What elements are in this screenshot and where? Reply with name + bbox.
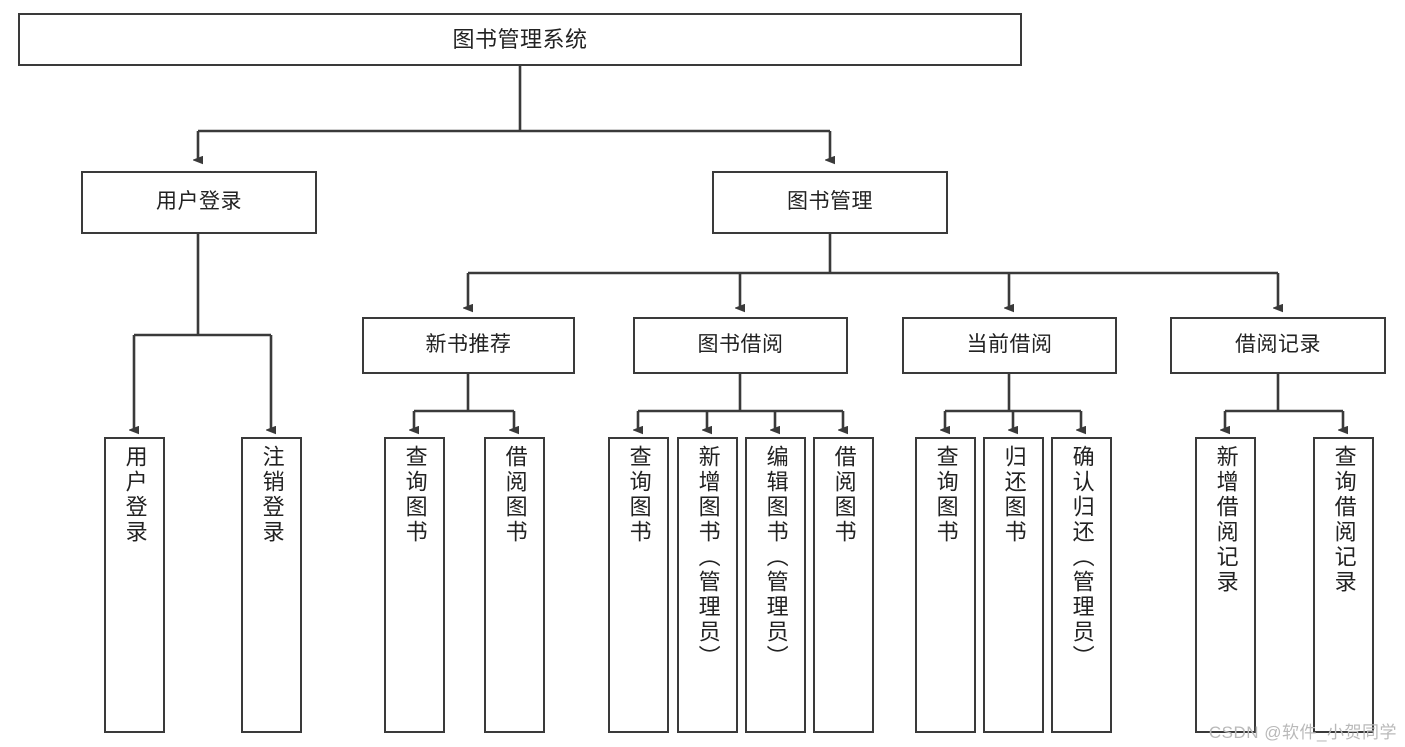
leaf-edit-book-admin[interactable]: 编辑图书（管理员） — [745, 437, 806, 733]
node-user-login[interactable]: 用户登录 — [81, 171, 317, 234]
node-label: 归还图书 — [1001, 445, 1027, 545]
node-label: 查询图书 — [933, 445, 959, 545]
node-label: 当前借阅 — [966, 333, 1053, 357]
node-current-borrow[interactable]: 当前借阅 — [902, 317, 1117, 374]
leaf-return-book[interactable]: 归还图书 — [983, 437, 1044, 733]
node-label: 借阅图书 — [502, 445, 528, 545]
leaf-logout[interactable]: 注销登录 — [241, 437, 302, 733]
node-label: 查询图书 — [402, 445, 428, 545]
node-label: 新书推荐 — [425, 333, 512, 357]
node-label: 确认归还（管理员） — [1069, 445, 1095, 670]
leaf-confirm-return-admin[interactable]: 确认归还（管理员） — [1051, 437, 1112, 733]
leaf-borrow-book[interactable]: 借阅图书 — [813, 437, 874, 733]
node-label: 图书管理 — [787, 190, 873, 214]
node-label: 编辑图书（管理员） — [763, 445, 789, 670]
node-book-borrow[interactable]: 图书借阅 — [633, 317, 848, 374]
leaf-query-book-borrow[interactable]: 查询图书 — [608, 437, 669, 733]
node-label: 用户登录 — [122, 445, 148, 545]
node-new-book-recommend[interactable]: 新书推荐 — [362, 317, 575, 374]
node-label: 借阅图书 — [831, 445, 857, 545]
node-label: 图书借阅 — [697, 333, 784, 357]
node-borrow-record[interactable]: 借阅记录 — [1170, 317, 1386, 374]
leaf-add-borrow-record[interactable]: 新增借阅记录 — [1195, 437, 1256, 733]
leaf-user-login[interactable]: 用户登录 — [104, 437, 165, 733]
node-label: 用户登录 — [156, 190, 242, 214]
node-label: 新增借阅记录 — [1213, 445, 1239, 595]
node-label: 注销登录 — [259, 445, 285, 545]
watermark-text: CSDN @软件_小贺同学 — [1208, 723, 1397, 742]
leaf-add-book-admin[interactable]: 新增图书（管理员） — [677, 437, 738, 733]
leaf-query-book-recommend[interactable]: 查询图书 — [384, 437, 445, 733]
node-label: 查询借阅记录 — [1331, 445, 1357, 595]
leaf-borrow-book-recommend[interactable]: 借阅图书 — [484, 437, 545, 733]
leaf-query-borrow-record[interactable]: 查询借阅记录 — [1313, 437, 1374, 733]
node-label: 查询图书 — [626, 445, 652, 545]
node-book-management[interactable]: 图书管理 — [712, 171, 948, 234]
node-label: 新增图书（管理员） — [695, 445, 721, 670]
node-root[interactable]: 图书管理系统 — [18, 13, 1022, 66]
leaf-query-book-current[interactable]: 查询图书 — [915, 437, 976, 733]
node-label: 借阅记录 — [1235, 333, 1321, 357]
node-label: 图书管理系统 — [452, 26, 588, 52]
